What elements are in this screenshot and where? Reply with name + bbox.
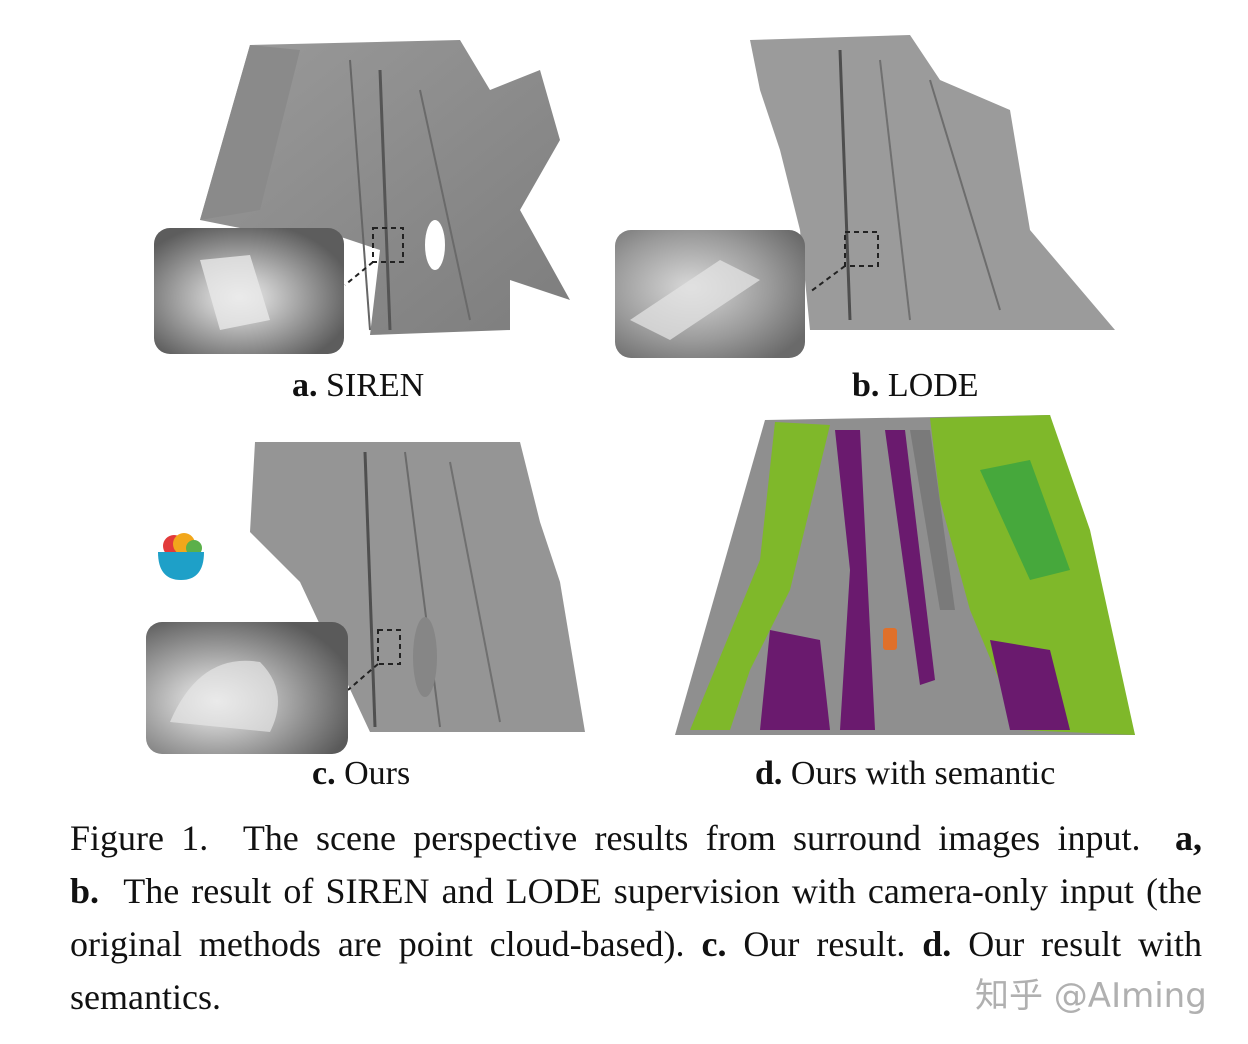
panel-d-semantic-render [670,410,1140,740]
bowl-icon [154,530,208,584]
watermark: 知乎 @AIming [975,976,1207,1016]
label-b: b. LODE [852,367,979,404]
figure-caption: Figure 1. The scene perspective results … [70,818,1203,1017]
panel-b-lode-render [610,30,1130,360]
panel-c-ours-render [140,432,590,762]
label-d: d. Ours with semantic [755,755,1056,792]
panel-a-siren-render [140,30,580,360]
label-c: c. Ours [312,755,411,792]
label-a: a. SIREN [292,367,425,404]
